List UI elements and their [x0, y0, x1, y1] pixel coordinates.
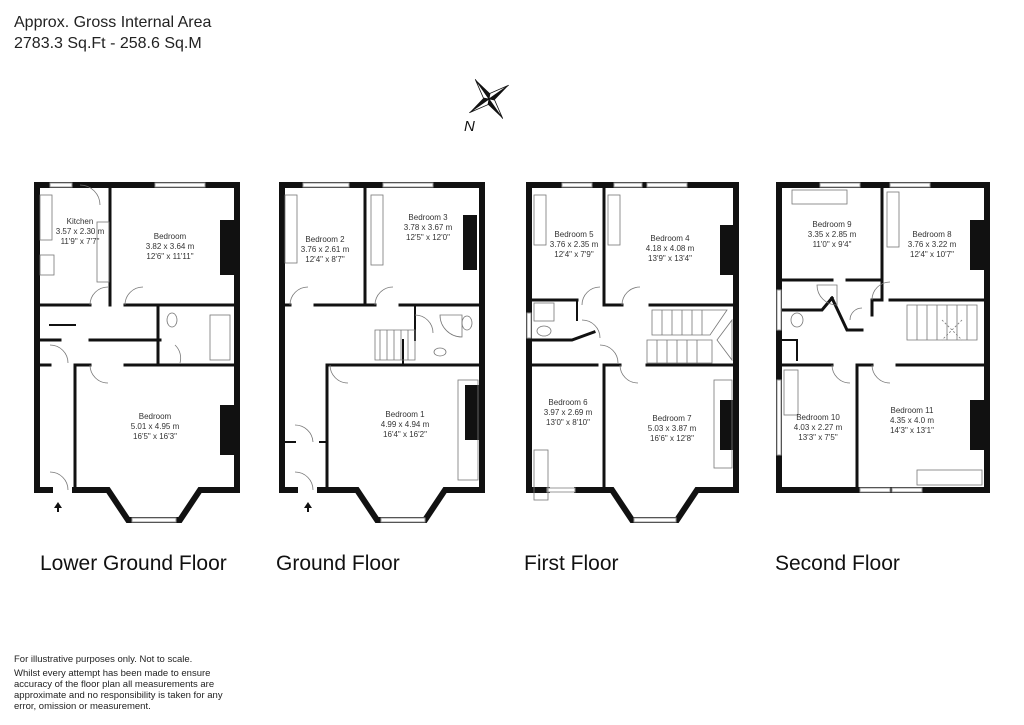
room-name: Bedroom 7	[652, 414, 692, 423]
room-name: Bedroom 2	[305, 235, 345, 244]
room-label-bedroom-8: Bedroom 8 3.76 x 3.22 m 12'4" x 10'7"	[908, 230, 956, 260]
compass-rose-icon	[469, 79, 509, 119]
room-imperial: 13'3" x 7'5"	[798, 433, 838, 442]
room-name: Bedroom 5	[554, 230, 594, 239]
room-label-bedroom-1: Bedroom 1 4.99 x 4.94 m 16'4" x 16'2"	[381, 410, 429, 440]
gross-internal-area: Approx. Gross Internal Area 2783.3 Sq.Ft…	[14, 12, 211, 54]
room-label-bedroom-9: Bedroom 9 3.35 x 2.85 m 11'0" x 9'4"	[808, 220, 856, 250]
room-name: Bedroom	[153, 232, 187, 241]
room-metric: 3.35 x 2.85 m	[807, 230, 857, 239]
room-metric: 5.03 x 3.87 m	[647, 424, 697, 433]
room-metric: 5.01 x 4.95 m	[130, 422, 180, 431]
disclaimer-line-2: Whilst every attempt has been made to en…	[14, 668, 223, 712]
room-label-bedroom-5: Bedroom 5 3.76 x 2.35 m 12'4" x 7'9"	[550, 230, 598, 260]
room-metric: 3.82 x 3.64 m	[145, 242, 195, 251]
floor-plan-ground: Bedroom 2 3.76 x 2.61 m 12'4" x 8'7" Bed…	[275, 180, 490, 530]
room-name: Bedroom 6	[548, 398, 588, 407]
room-label-bedroom-10: Bedroom 10 4.03 x 2.27 m 13'3" x 7'5"	[794, 413, 842, 443]
room-imperial: 16'5" x 16'3"	[133, 432, 177, 441]
room-imperial: 12'4" x 8'7"	[305, 255, 345, 264]
room-imperial: 14'3" x 13'1"	[890, 426, 934, 435]
room-label-bedroom-6: Bedroom 6 3.97 x 2.69 m 13'0" x 8'10"	[544, 398, 592, 428]
room-imperial: 12'6" x 11'11"	[146, 252, 194, 261]
area-value: 2783.3 Sq.Ft - 258.6 Sq.M	[14, 35, 202, 52]
room-label-bedroom-11: Bedroom 11 4.35 x 4.0 m 14'3" x 13'1"	[890, 406, 934, 436]
floor-name-first: First Floor	[524, 552, 619, 575]
room-metric: 4.18 x 4.08 m	[645, 244, 695, 253]
room-metric: 3.76 x 2.35 m	[549, 240, 599, 249]
disclaimer-line-1: For illustrative purposes only. Not to s…	[14, 654, 193, 665]
room-name: Bedroom 3	[408, 213, 448, 222]
room-imperial: 16'4" x 16'2"	[383, 430, 427, 439]
room-name: Bedroom 9	[812, 220, 852, 229]
room-metric: 4.35 x 4.0 m	[889, 416, 935, 425]
room-name: Bedroom 1	[385, 410, 425, 419]
room-name: Bedroom 11	[890, 406, 934, 415]
floor-plan-first: Bedroom 5 3.76 x 2.35 m 12'4" x 7'9" Bed…	[522, 180, 742, 530]
room-label-bedroom-4: Bedroom 4 4.18 x 4.08 m 13'9" x 13'4"	[646, 234, 694, 264]
room-imperial: 16'6" x 12'8"	[650, 434, 694, 443]
room-name: Kitchen	[66, 217, 94, 226]
ground-walls	[279, 182, 485, 523]
room-label-bedroom-lower: Bedroom 5.01 x 4.95 m 16'5" x 16'3"	[131, 412, 179, 442]
first-walls	[522, 182, 739, 523]
area-title: Approx. Gross Internal Area	[14, 14, 212, 31]
room-name: Bedroom	[138, 412, 172, 421]
floor-name-lower-ground: Lower Ground Floor	[40, 552, 227, 575]
room-label-bedroom-2: Bedroom 2 3.76 x 2.61 m 12'4" x 8'7"	[301, 235, 349, 265]
room-imperial: 13'9" x 13'4"	[648, 254, 692, 263]
room-metric: 3.78 x 3.67 m	[403, 223, 453, 232]
room-metric: 3.76 x 3.22 m	[907, 240, 957, 249]
room-metric: 3.57 x 2.30 m	[55, 227, 105, 236]
room-name: Bedroom 8	[912, 230, 952, 239]
north-label: N	[464, 118, 475, 135]
floor-name-ground: Ground Floor	[276, 552, 400, 575]
floor-name-second: Second Floor	[775, 552, 900, 575]
disclaimer: For illustrative purposes only. Not to s…	[14, 654, 229, 715]
room-imperial: 12'5" x 12'0"	[406, 233, 450, 242]
second-walls	[776, 182, 990, 493]
room-label-bedroom-3: Bedroom 3 3.78 x 3.67 m 12'5" x 12'0"	[404, 213, 452, 243]
room-imperial: 12'4" x 7'9"	[554, 250, 594, 259]
room-imperial: 12'4" x 10'7"	[910, 250, 954, 259]
room-imperial: 13'0" x 8'10"	[546, 418, 590, 427]
room-metric: 3.76 x 2.61 m	[300, 245, 350, 254]
floor-plan-second: Bedroom 9 3.35 x 2.85 m 11'0" x 9'4" Bed…	[772, 180, 992, 500]
room-imperial: 11'0" x 9'4"	[812, 240, 852, 249]
room-name: Bedroom 10	[796, 413, 840, 422]
floor-plan-lower-ground: Kitchen 3.57 x 2.30 m 11'9" x 7'7" Bedro…	[30, 180, 245, 530]
room-label-bedroom-upper: Bedroom 3.82 x 3.64 m 12'6" x 11'11"	[146, 232, 194, 262]
room-label-bedroom-7: Bedroom 7 5.03 x 3.87 m 16'6" x 12'8"	[648, 414, 696, 444]
lower-ground-walls	[34, 182, 240, 523]
room-label-kitchen: Kitchen 3.57 x 2.30 m 11'9" x 7'7"	[56, 217, 104, 247]
room-metric: 3.97 x 2.69 m	[543, 408, 593, 417]
room-metric: 4.99 x 4.94 m	[380, 420, 430, 429]
room-name: Bedroom 4	[650, 234, 690, 243]
room-metric: 4.03 x 2.27 m	[793, 423, 843, 432]
room-imperial: 11'9" x 7'7"	[60, 237, 100, 246]
